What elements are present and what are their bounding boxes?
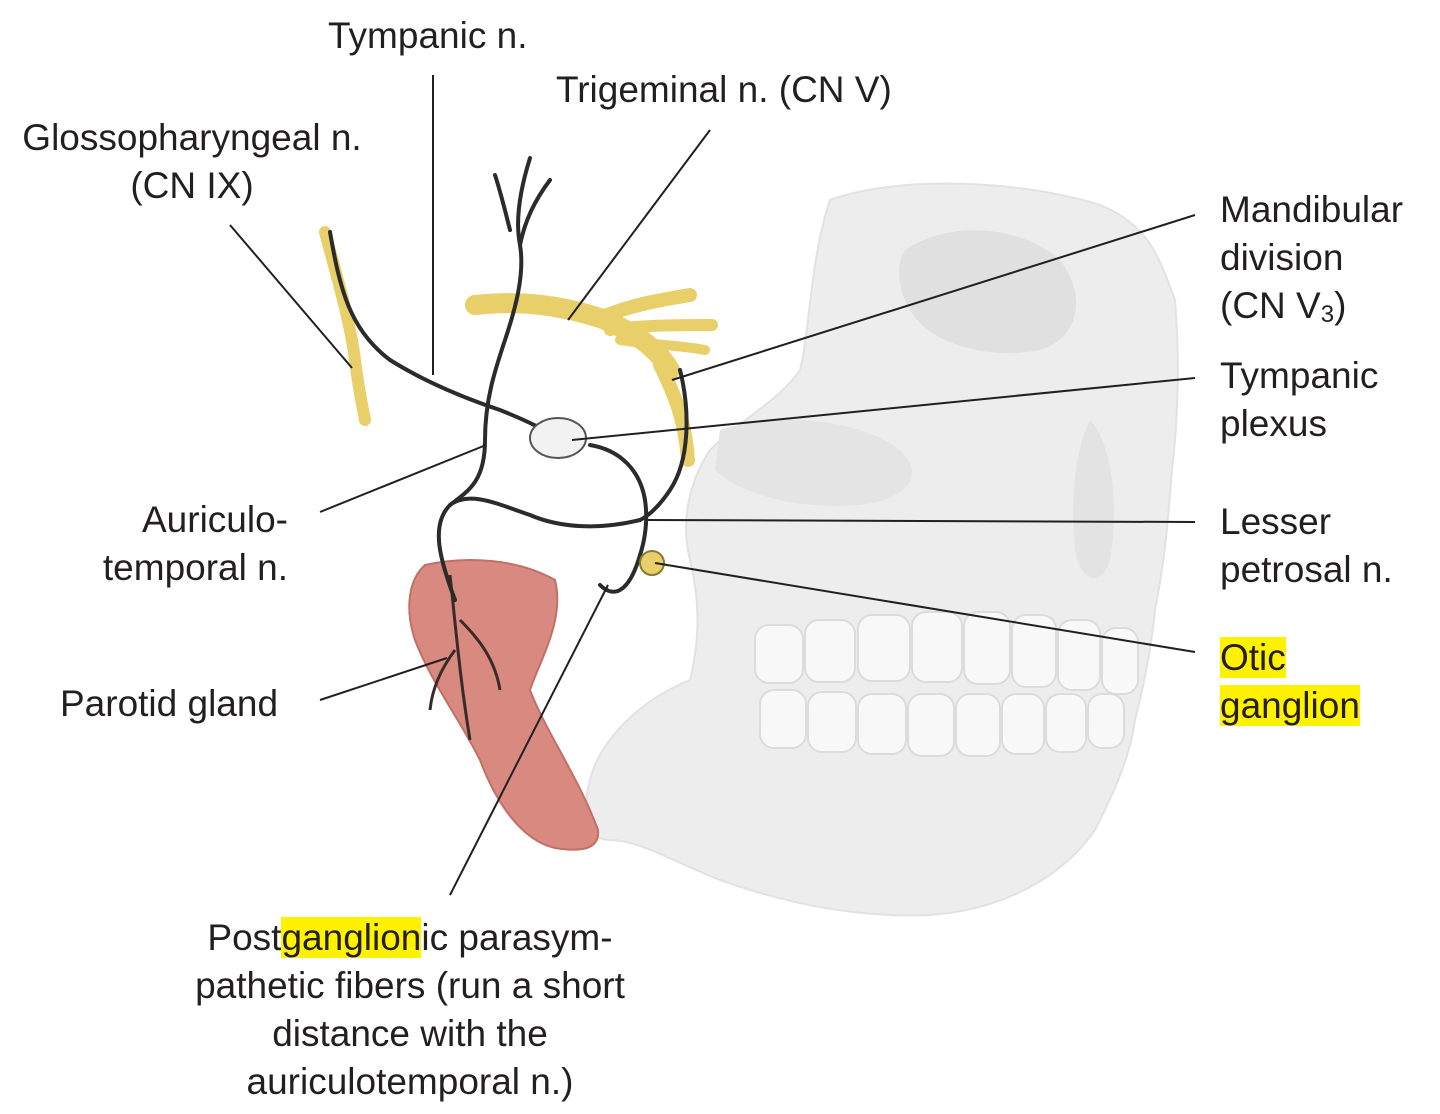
label-postganglionic-line4: auriculotemporal n.) bbox=[246, 1061, 574, 1102]
label-mandibular-line1: Mandibular bbox=[1220, 189, 1404, 230]
otic-ganglion bbox=[639, 550, 665, 576]
leader-lines bbox=[229, 75, 1196, 896]
label-postganglionic-line1-pre: Post bbox=[207, 917, 282, 958]
zygomatic-shading bbox=[715, 419, 913, 506]
label-mandibular-division: Mandibular division (CN V3) bbox=[1220, 186, 1403, 330]
label-otic-ganglion-line2: ganglion bbox=[1220, 682, 1360, 730]
label-postganglionic-line3: distance with the bbox=[272, 1013, 548, 1054]
label-glossopharyngeal-line1: Glossopharyngeal n. bbox=[22, 117, 362, 158]
label-trigeminal-n: Trigeminal n. (CN V) bbox=[556, 66, 892, 114]
label-otic-ganglion: Otic ganglion bbox=[1220, 634, 1360, 730]
label-auriculotemporal-line1: Auriculo- bbox=[142, 499, 288, 540]
label-glossopharyngeal-line2: (CN IX) bbox=[130, 165, 254, 206]
label-postganglionic-line1-highlight: ganglion bbox=[281, 917, 422, 958]
label-glossopharyngeal: Glossopharyngeal n. (CN IX) bbox=[12, 114, 372, 210]
label-lesser-petrosal-line2: petrosal n. bbox=[1220, 549, 1393, 590]
label-lesser-petrosal-line1: Lesser bbox=[1220, 501, 1332, 542]
label-parotid-gland-text: Parotid gland bbox=[60, 683, 279, 724]
label-postganglionic-fibers: Postganglionic parasym- pathetic fibers … bbox=[160, 914, 660, 1106]
label-lesser-petrosal: Lesser petrosal n. bbox=[1220, 498, 1393, 594]
skull bbox=[585, 182, 1179, 917]
label-auriculotemporal: Auriculo- temporal n. bbox=[60, 496, 288, 592]
parotid-gland bbox=[408, 559, 600, 851]
label-otic-ganglion-line1-text: Otic bbox=[1220, 637, 1286, 678]
label-mandibular-line3-post: ) bbox=[1334, 285, 1347, 326]
label-parotid-gland: Parotid gland bbox=[60, 680, 278, 728]
nasal-cavity bbox=[1073, 420, 1114, 579]
orbit bbox=[898, 230, 1077, 354]
label-postganglionic-line1-post: ic parasym- bbox=[421, 917, 613, 958]
label-tympanic-n-text: Tympanic n. bbox=[328, 15, 528, 56]
label-tympanic-plexus-line1: Tympanic bbox=[1220, 355, 1379, 396]
glossopharyngeal-nerve bbox=[319, 226, 371, 426]
label-otic-ganglion-line2-text: ganglion bbox=[1220, 685, 1360, 726]
label-postganglionic-line2: pathetic fibers (run a short bbox=[195, 965, 625, 1006]
label-auriculotemporal-line2: temporal n. bbox=[102, 547, 288, 588]
label-trigeminal-n-text: Trigeminal n. (CN V) bbox=[556, 69, 892, 110]
label-mandibular-line2: division bbox=[1220, 237, 1344, 278]
label-tympanic-n: Tympanic n. bbox=[328, 12, 527, 60]
teeth bbox=[754, 611, 1139, 757]
label-otic-ganglion-line1: Otic bbox=[1220, 634, 1360, 682]
label-postganglionic-line1: Postganglionic parasym- bbox=[160, 914, 660, 962]
fibers bbox=[328, 156, 689, 602]
label-tympanic-plexus: Tympanic plexus bbox=[1220, 352, 1378, 448]
label-tympanic-plexus-line2: plexus bbox=[1220, 403, 1327, 444]
label-mandibular-line3: (CN V3) bbox=[1220, 282, 1403, 330]
label-mandibular-line3-sub: 3 bbox=[1320, 301, 1335, 328]
tympanic-plexus bbox=[529, 417, 587, 459]
label-mandibular-line3-pre: (CN V bbox=[1220, 285, 1321, 326]
